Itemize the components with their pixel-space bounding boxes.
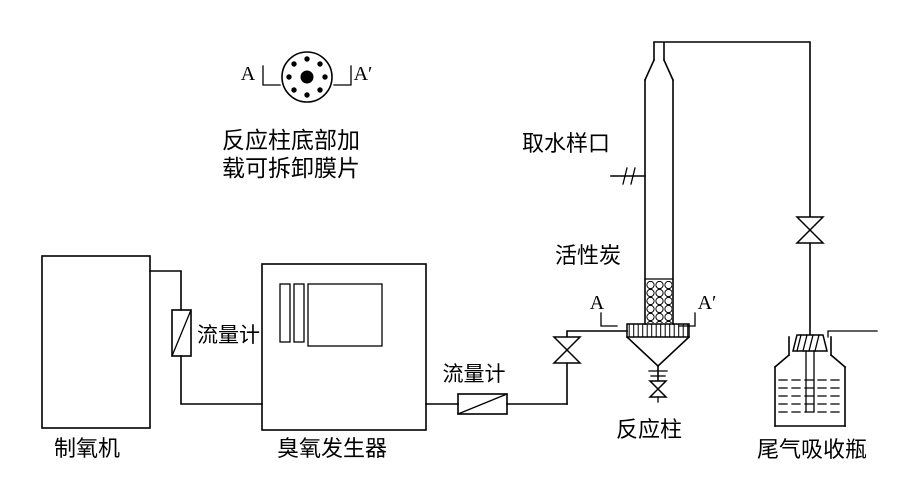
flow-meter-diagonal: [457, 393, 508, 415]
bolt-dot: [286, 74, 292, 80]
flange-bar: [626, 323, 690, 338]
control-strip: [279, 283, 291, 343]
flow-meter-2: 流量计: [443, 362, 508, 415]
bolt-dot: [304, 92, 310, 98]
section-cut-mark-right: [678, 312, 696, 327]
display-panel: [307, 283, 383, 347]
offgas-pipe: [653, 41, 811, 218]
reaction-column: 反应柱: [616, 42, 682, 442]
tail-gas-bottle: 尾气吸收瓶: [757, 330, 878, 462]
section-caption-line2: 载可拆卸膜片: [222, 156, 360, 181]
valve-triangle: [795, 216, 825, 232]
water-sampling-port: 取水样口: [522, 131, 646, 185]
membrane-flange: A A′: [590, 292, 717, 338]
section-marker-a-prime-top: A′: [354, 63, 373, 85]
valve-triangle: [648, 387, 668, 398]
control-strip: [293, 283, 305, 343]
valve-triangle: [552, 336, 582, 352]
flow-meter-1-label: 流量计: [197, 323, 260, 347]
sampling-port-tick: [622, 167, 628, 185]
ozone-generator: 臭氧发生器: [261, 263, 427, 461]
membrane-center-dot: [300, 70, 314, 84]
inlet-valve: [552, 336, 582, 364]
section-cut-mark-left: [600, 312, 618, 327]
cone-left: [625, 335, 660, 368]
bolt-dot: [291, 61, 297, 67]
valve-triangle: [552, 348, 582, 364]
flow-meter-1: 流量计: [171, 309, 260, 357]
section-cut-mark-right: [333, 65, 352, 86]
bolt-dot: [304, 56, 310, 62]
stopper-hatch: [802, 334, 808, 352]
flow-meter-body: [457, 393, 508, 415]
bottle-shoulder-left: [773, 353, 791, 369]
pipe-segment: [566, 330, 628, 338]
stopper-hatch: [796, 334, 802, 352]
bolt-dot: [291, 87, 297, 93]
tail-gas-valve: [795, 216, 825, 244]
section-marker-a-top: A: [241, 63, 256, 85]
offgas-line: [653, 41, 811, 337]
flow-meter-diagonal: [171, 309, 192, 357]
oxygen-generator: 制氧机: [41, 255, 151, 461]
carbon-particles: [646, 281, 672, 323]
section-cut-mark-left: [262, 65, 281, 86]
stopper-hatch: [814, 334, 820, 352]
stopper-hatch: [808, 334, 814, 352]
oxygen-generator-box: [41, 255, 151, 429]
activated-carbon-bed: 活性炭: [555, 243, 674, 323]
pipe-segment: [149, 270, 182, 311]
sampling-port-tick: [630, 167, 636, 185]
flow-meter-body: [171, 309, 192, 357]
ozone-generator-label: 臭氧发生器: [277, 436, 387, 461]
oxygen-generator-label: 制氧机: [54, 436, 120, 461]
section-caption-line1: 反应柱底部加: [222, 128, 360, 153]
flange-circle: [281, 51, 333, 103]
section-marker-a-bottom: A: [590, 292, 605, 314]
ozone-generator-box: [261, 263, 427, 431]
vent-pipe: [827, 330, 878, 338]
bolt-dot: [317, 61, 323, 67]
membrane-section-view: A A′ 反应柱底部加 载可拆卸膜片: [222, 51, 373, 181]
section-marker-a-prime-bottom: A′: [698, 292, 717, 314]
column-taper-left: [643, 58, 656, 82]
valve-triangle: [795, 228, 825, 244]
pipe-oxygen-to-ozone: [149, 270, 263, 405]
pipe-ozone-to-column: [425, 330, 628, 405]
water-sampling-port-label: 取水样口: [522, 131, 610, 156]
pipe-segment: [180, 355, 263, 405]
reaction-column-label: 反应柱: [616, 417, 682, 442]
flow-meter-2-label: 流量计: [443, 362, 506, 386]
bolt-dot: [322, 74, 328, 80]
valve-triangle: [648, 380, 668, 391]
tail-gas-bottle-label: 尾气吸收瓶: [757, 437, 867, 462]
activated-carbon-label: 活性炭: [555, 243, 621, 268]
bottle-shoulder-right: [829, 353, 847, 369]
column-taper-right: [662, 58, 675, 82]
bolt-dot: [317, 87, 323, 93]
cone-right: [656, 335, 691, 368]
drain-valve: [648, 380, 668, 403]
column-cone-bottom: [625, 335, 691, 382]
